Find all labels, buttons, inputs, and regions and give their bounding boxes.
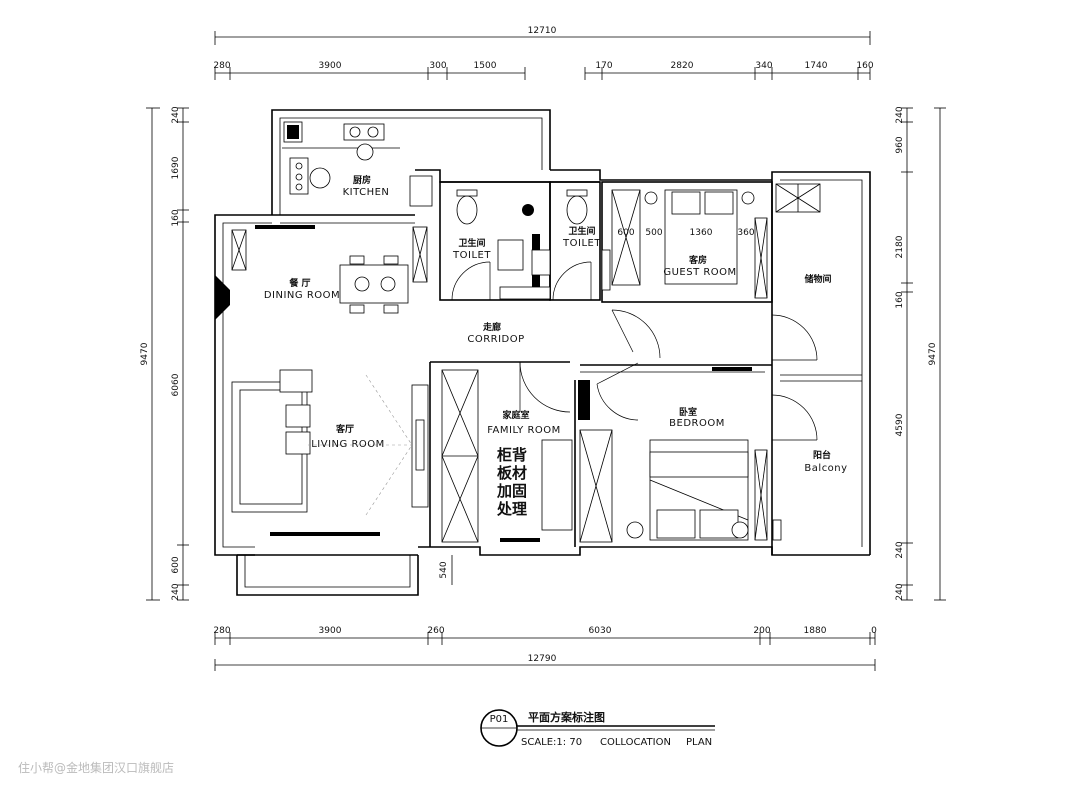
toilet-fixtures	[456, 189, 611, 300]
top-dim-4: 1500	[474, 61, 497, 71]
right-dimensions: 9470 240 960 2180 160 4590 240 240	[895, 106, 946, 601]
left-dim-3: 160	[171, 209, 181, 226]
living-label-en: LIVING ROOM	[311, 439, 385, 450]
balcony-offset-dimension: 540	[439, 555, 453, 585]
bottom-dim-2: 3900	[319, 626, 342, 636]
note-line-1: 柜背	[496, 446, 527, 464]
guest-label-en: GUEST ROOM	[663, 267, 736, 278]
bottom-dim-3: 260	[427, 626, 444, 636]
family-label-en: FAMILY ROOM	[487, 425, 561, 436]
guest-dim-3: 1360	[690, 228, 713, 238]
top-total-dimension: 12710	[528, 26, 557, 36]
left-dimensions: 9470 240 1690 160 6060 600 240	[140, 106, 189, 601]
bedroom-label-cn: 卧室	[679, 406, 697, 418]
sheet-number: P01	[490, 714, 509, 725]
balcony-offset-dim: 540	[439, 561, 449, 578]
cabinet-reinforcement-note: 柜背 板材 加固 处理	[496, 446, 527, 518]
dining-label-en: DINING ROOM	[264, 290, 340, 301]
guest-dim-4: 360	[737, 228, 754, 238]
bottom-dim-6: 1880	[804, 626, 827, 636]
note-line-2: 板材	[497, 464, 527, 482]
kitchen-label-cn: 厨房	[353, 174, 371, 186]
right-dim-1: 240	[895, 106, 905, 123]
living-furniture	[231, 369, 429, 516]
bottom-total-dimension: 12790	[528, 654, 557, 664]
guest-label-cn: 客房	[688, 254, 707, 266]
left-dim-1: 240	[171, 106, 181, 123]
storage-furniture	[775, 183, 821, 213]
left-dim-2: 1690	[171, 156, 181, 179]
toilet2-label-cn: 卫生间	[568, 225, 595, 237]
top-dim-3: 300	[429, 61, 446, 71]
family-label-cn: 家庭室	[502, 409, 529, 421]
corridor-label-cn: 走廊	[482, 321, 501, 333]
watermark: 住小帮@金地集团汉口旗舰店	[18, 760, 174, 775]
guest-dim-2: 500	[645, 228, 662, 238]
corridor-label-en: CORRIDOP	[467, 334, 524, 345]
bottom-dim-7: 0	[871, 626, 877, 636]
drawing-title: 平面方案标注图	[528, 710, 605, 724]
right-dim-7: 240	[895, 583, 905, 600]
balcony-label-en: Balcony	[804, 463, 847, 474]
left-dim-5: 600	[171, 556, 181, 573]
right-dim-6: 240	[895, 541, 905, 558]
living-label-cn: 客厅	[335, 423, 354, 435]
top-dim-5: 170	[595, 61, 612, 71]
guest-dim-1: 600	[617, 228, 634, 238]
top-dim-7: 340	[755, 61, 772, 71]
plan-label: PLAN	[686, 737, 712, 748]
balcony-label-cn: 阳台	[813, 449, 831, 461]
family-room-furniture	[441, 369, 613, 543]
dining-furniture	[231, 226, 428, 314]
top-dim-6: 2820	[671, 61, 694, 71]
note-line-4: 处理	[496, 500, 527, 518]
top-dim-1: 280	[213, 61, 230, 71]
drawing-scale: SCALE:1: 70	[521, 737, 582, 748]
left-dim-4: 6060	[171, 373, 181, 396]
toilet1-label-cn: 卫生间	[458, 237, 485, 249]
bedroom-furniture	[626, 439, 782, 541]
top-dim-8: 1740	[805, 61, 828, 71]
top-dim-9: 160	[856, 61, 873, 71]
right-dim-3: 2180	[895, 235, 905, 258]
toilet2-label-en: TOILET	[562, 238, 601, 249]
collocation-label: COLLOCATION	[600, 737, 671, 748]
dining-label-cn: 餐 厅	[288, 277, 310, 289]
left-dim-6: 240	[171, 583, 181, 600]
storage-label-cn: 储物间	[804, 273, 831, 285]
right-dim-5: 4590	[895, 413, 905, 436]
toilet1-label-en: TOILET	[452, 250, 491, 261]
right-dim-4: 160	[895, 291, 905, 308]
bottom-dimensions: 280 3900 260 6030 200 1880 0 12790	[213, 626, 877, 671]
right-total-dimension: 9470	[928, 342, 938, 365]
kitchen-furniture	[282, 121, 433, 207]
bedroom-label-en: BEDROOM	[669, 418, 725, 429]
room-labels: 厨房 KITCHEN 餐 厅 DINING ROOM 卫生间 TOILET 卫生…	[264, 174, 847, 474]
left-total-dimension: 9470	[140, 342, 150, 365]
bottom-dim-1: 280	[213, 626, 230, 636]
bottom-dim-5: 200	[753, 626, 770, 636]
bottom-dim-4: 6030	[589, 626, 612, 636]
note-line-3: 加固	[496, 482, 527, 500]
doors	[451, 261, 818, 441]
title-block: P01 平面方案标注图 SCALE:1: 70 COLLOCATION PLAN	[480, 709, 715, 748]
kitchen-label-en: KITCHEN	[343, 187, 390, 198]
guest-room-dimensions: 600 500 1360 360	[617, 228, 754, 238]
guest-room-furniture	[611, 189, 768, 299]
top-dimensions: 12710 280 3900 300 1500 170 2820 340 174…	[213, 26, 874, 80]
right-dim-2: 960	[895, 136, 905, 153]
top-dim-2: 3900	[319, 61, 342, 71]
